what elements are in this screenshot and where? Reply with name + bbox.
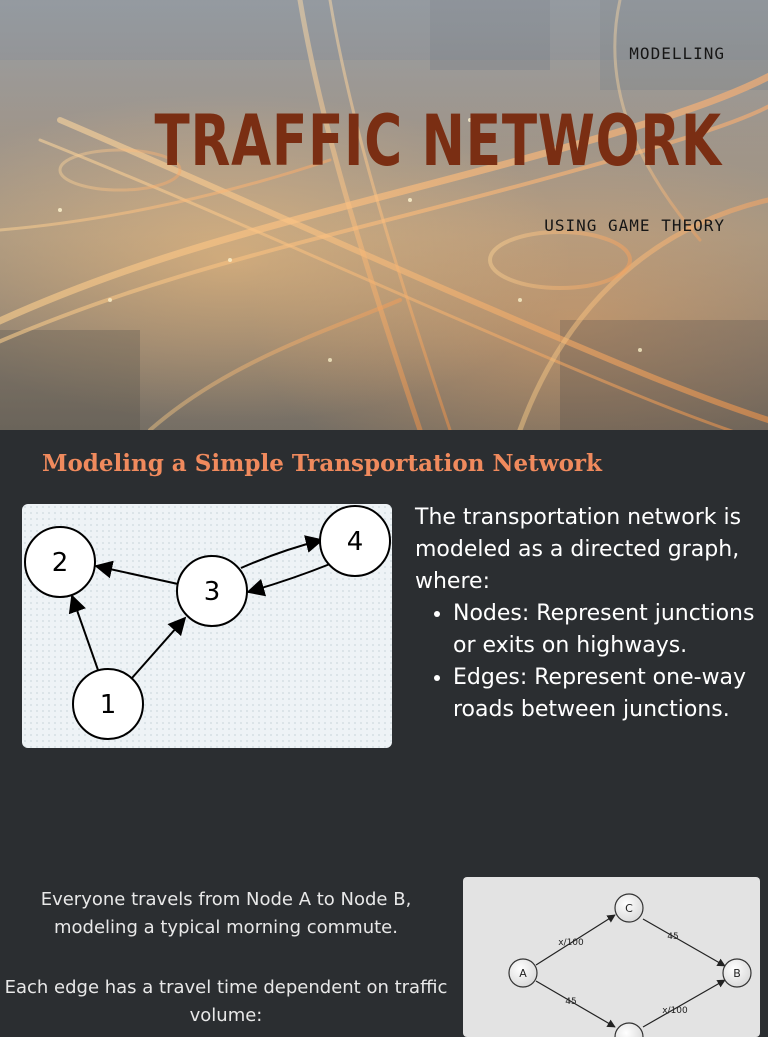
network-diagram-figure: A C B x/100 45 45 x/100	[463, 877, 760, 1037]
list-item: Edges: Represent one-way roads between j…	[453, 662, 760, 726]
diagram-node-d	[614, 1022, 644, 1037]
edge-1-3	[131, 616, 187, 679]
graph-node-label: 4	[347, 527, 364, 557]
diagram-node-c	[614, 893, 644, 923]
edge-4-3	[246, 563, 331, 597]
edge-label-d-b: x/100	[662, 1006, 688, 1016]
network-diagram: A C B x/100 45 45 x/100	[508, 893, 752, 1037]
edge-3-2	[94, 560, 179, 585]
diagram-node-label: A	[519, 967, 527, 980]
directed-graph: 2 3 4 1	[24, 505, 391, 740]
graph-node-2	[24, 526, 96, 598]
edge-label-c-b: 45	[667, 932, 678, 942]
graph-node-3	[176, 555, 248, 627]
edge-c-b	[642, 918, 726, 967]
diagram-node-a	[508, 958, 538, 988]
graph-node-4	[319, 505, 391, 577]
graph-node-1	[72, 668, 144, 740]
page-title: TRAFFIC NETWORK	[154, 100, 722, 182]
highway-photo	[0, 0, 768, 430]
edge-label-a-d: 45	[565, 997, 576, 1007]
edge-a-c	[535, 914, 616, 966]
travel-time-paragraph: Each edge has a travel time dependent on…	[4, 977, 448, 1026]
description-list: Nodes: Represent junctions or exits on h…	[415, 598, 760, 726]
graph-node-label: 1	[100, 690, 117, 720]
list-item: Nodes: Represent junctions or exits on h…	[453, 598, 760, 662]
directed-graph-figure: 2 3 4 1	[22, 504, 392, 748]
section-heading: Modeling a Simple Transportation Network	[42, 450, 602, 477]
hero-subtitle: USING GAME THEORY	[544, 216, 725, 235]
edge-3-4	[240, 535, 324, 569]
network-description: The transportation network is modeled as…	[415, 502, 760, 726]
description-intro: The transportation network is modeled as…	[415, 505, 742, 594]
diagram-node-label: C	[625, 902, 633, 915]
hero-veil	[0, 0, 768, 430]
diagram-node-label: B	[733, 967, 741, 980]
diagram-node-b	[722, 958, 752, 988]
commute-paragraph: Everyone travels from Node A to Node B, …	[40, 889, 412, 938]
hero-kicker: MODELLING	[629, 44, 725, 63]
graph-node-label: 2	[52, 548, 69, 578]
edge-label-a-c: x/100	[558, 938, 584, 948]
hero-banner: MODELLING TRAFFIC NETWORK USING GAME THE…	[0, 0, 768, 430]
edge-1-2	[68, 594, 99, 671]
graph-node-label: 3	[204, 577, 221, 607]
edge-a-d	[535, 980, 616, 1028]
edge-d-b	[642, 979, 726, 1028]
